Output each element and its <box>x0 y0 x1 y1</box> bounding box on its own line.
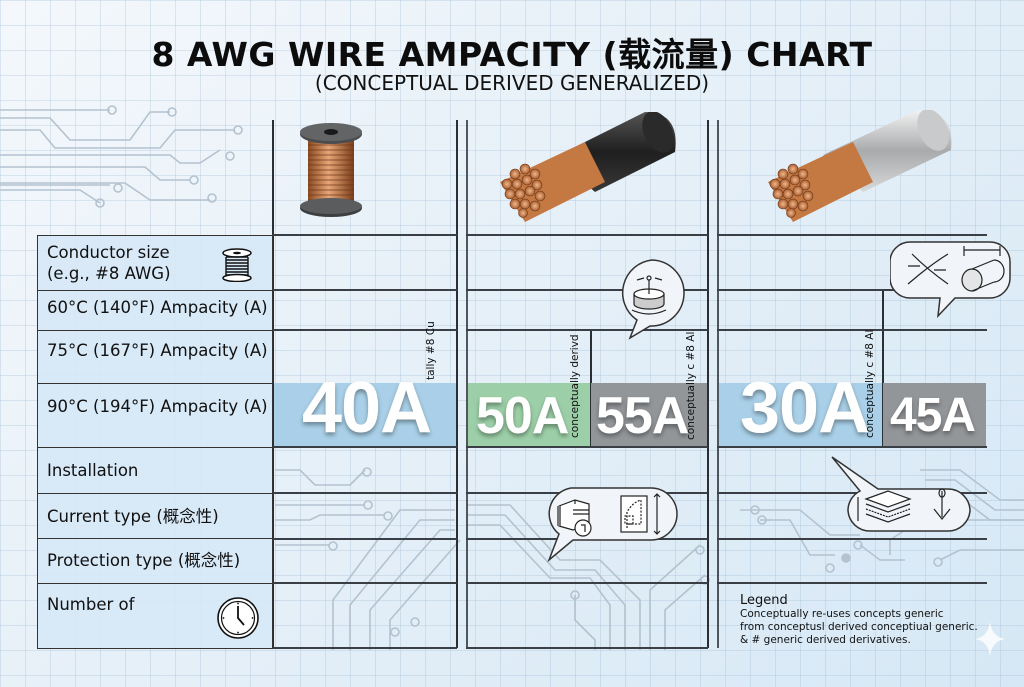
row-label-text: (e.g., #8 AWG) <box>47 264 171 283</box>
sub-column-divider <box>882 290 884 447</box>
wire-spool-icon <box>222 248 252 282</box>
legend: Legend Conceptually re-uses concepts gen… <box>740 593 978 647</box>
value-cell-30a <box>719 383 882 446</box>
chart-subtitle: (CONCEPTUAL DERIVED GENERALIZED) <box>314 71 710 95</box>
row-line <box>466 329 708 331</box>
row-line <box>466 289 708 291</box>
row-line <box>272 647 457 649</box>
row-line <box>717 538 987 540</box>
row-label-60c: 60°C (140°F) Ampacity (A) <box>38 291 272 331</box>
device-enclosure-callout <box>547 487 678 562</box>
row-line <box>272 446 457 448</box>
row-line <box>272 234 457 236</box>
column-divider <box>456 120 458 648</box>
enclosure-height-icon <box>620 493 661 535</box>
cylinder-rotation-icon <box>631 275 667 315</box>
row-label-column: Conductor size (e.g., #8 AWG) 60°C (140°… <box>37 235 273 649</box>
device-box-icon <box>557 499 592 537</box>
row-label-90c: 90°C (194°F) Ampacity (A) <box>38 384 272 448</box>
chart-title: 8 AWG WIRE AMPACITY (载流量) CHART <box>151 35 873 74</box>
clock-icon <box>217 597 259 639</box>
value-cell-50a <box>468 383 590 446</box>
legend-line: Conceptually re-uses concepts generic <box>740 608 944 620</box>
row-line <box>272 289 457 291</box>
value-cell-55a <box>591 383 707 446</box>
copper-cable-black-jacket-image <box>500 112 676 222</box>
row-label-current-type: Current type (概念性) <box>38 494 272 539</box>
value-45a: 45A <box>890 389 976 442</box>
strand-diameter-icon <box>961 246 1005 292</box>
row-line <box>272 492 457 494</box>
anchor-arrow-icon <box>933 488 951 520</box>
row-line <box>717 492 987 494</box>
bend-diameter-callout <box>890 241 1011 319</box>
row-line <box>466 234 708 236</box>
row-label-number-of: Number of <box>38 584 272 648</box>
column-divider <box>717 120 719 648</box>
copper-cable-silver-jacket-image <box>768 110 952 222</box>
legend-line: from conceptusl derived conceptiual gene… <box>740 621 978 633</box>
annotation-conceptually-derived: conceptually derivd <box>569 334 581 438</box>
row-label-installation: Installation <box>38 448 272 494</box>
row-line <box>466 446 708 448</box>
row-line <box>717 446 987 448</box>
row-line <box>717 234 987 236</box>
column-divider <box>466 120 468 648</box>
column-divider <box>707 120 709 648</box>
row-label-protection-type: Protection type (概念性) <box>38 539 272 584</box>
row-line <box>466 582 708 584</box>
value-55a: 55A <box>596 387 689 445</box>
row-line <box>272 582 457 584</box>
annotation-conceptually-al: conceptually c #8 Al <box>685 331 697 440</box>
row-label-text: Current type (概念性) <box>47 507 219 526</box>
value-cell-40a <box>274 383 456 446</box>
row-label-text: 90°C (194°F) Ampacity (A) <box>47 397 268 416</box>
row-label-text: 75°C (167°F) Ampacity (A) <box>47 341 268 360</box>
row-line <box>717 289 987 291</box>
row-label-text: Number of <box>47 595 135 614</box>
annotation-tally-cu: tally #8 Cu <box>425 321 437 380</box>
row-line <box>466 647 708 649</box>
layers-callout <box>831 456 971 532</box>
legend-line: & # generic derived derivatives. <box>740 634 911 646</box>
row-label-text: Protection type (概念性) <box>47 551 241 570</box>
value-40a: 40A <box>302 368 432 448</box>
sub-column-divider <box>590 330 592 447</box>
row-line <box>717 329 987 331</box>
row-label-conductor-size: Conductor size (e.g., #8 AWG) <box>38 236 272 291</box>
row-label-75c: 75°C (167°F) Ampacity (A) <box>38 331 272 384</box>
value-50a: 50A <box>476 387 569 445</box>
value-30a: 30A <box>740 368 870 448</box>
sparkle-icon <box>975 622 1005 656</box>
copper-wire-spool-image <box>300 123 362 217</box>
row-line <box>717 582 987 584</box>
row-label-text: Conductor size <box>47 243 170 262</box>
row-line <box>272 538 457 540</box>
row-label-text: 60°C (140°F) Ampacity (A) <box>47 298 268 317</box>
value-cell-45a <box>883 383 986 446</box>
annotation-conceptually-al-2: conceptually c #8 Al <box>864 329 876 438</box>
legend-title: Legend <box>740 593 788 608</box>
bent-cable-icon <box>907 253 949 285</box>
layered-stack-icon <box>857 490 912 523</box>
row-line <box>272 329 457 331</box>
row-label-text: Installation <box>47 461 139 480</box>
rotation-cylinder-callout <box>621 259 685 340</box>
